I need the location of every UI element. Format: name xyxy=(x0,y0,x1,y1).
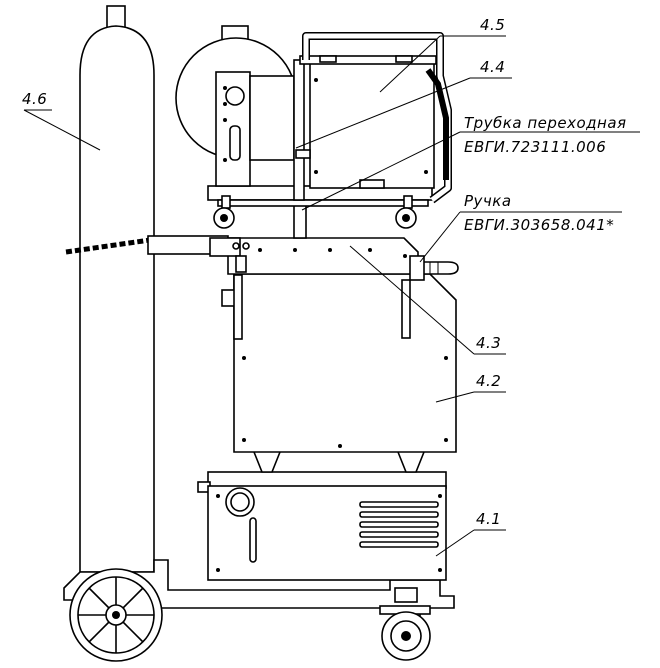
front-caster xyxy=(379,605,431,661)
label-4-2: 4.2 xyxy=(476,372,501,390)
label-4-4: 4.4 xyxy=(480,58,505,76)
upper-frame-platform xyxy=(147,235,419,275)
power-source-unit xyxy=(197,471,447,581)
label-handle-name: Ручка xyxy=(464,192,512,210)
label-tube-code: ЕВГИ.723111.006 xyxy=(464,138,606,156)
handle xyxy=(409,255,459,281)
feeder-cooling-unit xyxy=(221,273,457,453)
cylinder-chain xyxy=(65,237,151,255)
unit-feet xyxy=(253,451,425,473)
wire-feeder-module xyxy=(175,25,452,229)
label-4-5: 4.5 xyxy=(480,16,505,34)
label-4-6: 4.6 xyxy=(22,90,47,108)
label-handle-code: ЕВГИ.303658.041* xyxy=(464,216,614,234)
gas-cylinder xyxy=(79,5,155,573)
leader-lines xyxy=(23,35,640,557)
label-4-3: 4.3 xyxy=(476,334,501,352)
label-tube-name: Трубка переходная xyxy=(464,114,627,132)
vent-slots xyxy=(359,501,439,548)
label-4-1: 4.1 xyxy=(476,510,501,528)
large-wheel xyxy=(69,568,163,662)
